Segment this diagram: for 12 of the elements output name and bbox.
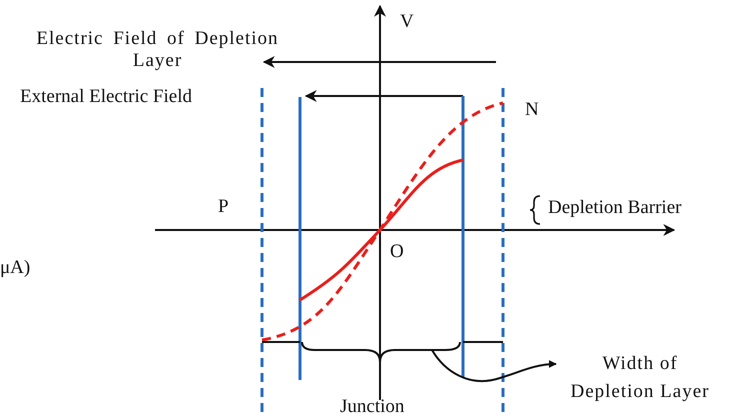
unit-label: μA): [0, 257, 30, 279]
leader-arrow: [431, 349, 557, 382]
axis-label: V: [400, 11, 414, 33]
region-label: N: [525, 99, 539, 121]
region-label: P: [218, 196, 229, 218]
origin-label: O: [390, 241, 404, 263]
field-label: External Electric Field: [20, 86, 192, 108]
barrier-label: Depletion Barrier: [548, 197, 682, 219]
annotation-text: Width of Depletion Layer: [560, 350, 720, 406]
field-label: Electric Field of Depletion Layer: [35, 28, 280, 72]
curly-brace: [301, 342, 461, 363]
junction-label: Junction: [340, 396, 404, 418]
